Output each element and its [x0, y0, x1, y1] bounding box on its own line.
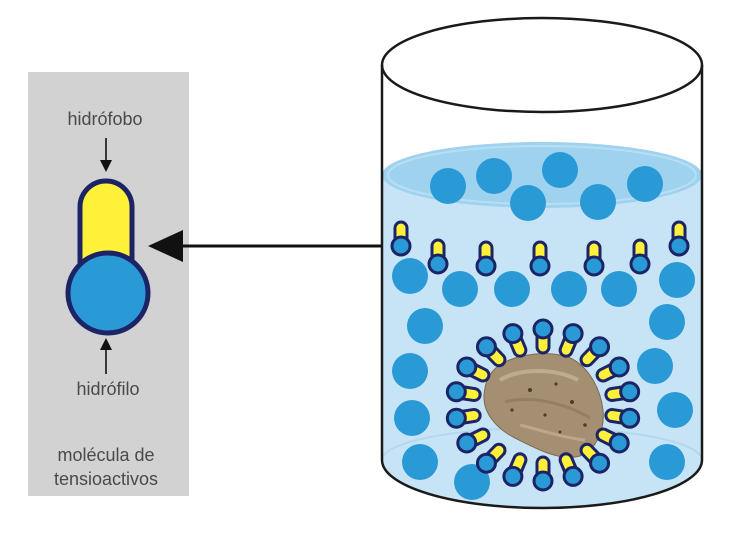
- surfactant-icon: [456, 356, 491, 383]
- hydrophilic-pointer-icon: [100, 338, 112, 374]
- surfactant-icon: [475, 240, 497, 277]
- surfactant-molecule-icon: [65, 178, 151, 336]
- hydrophilic-label: hidrófilo: [76, 379, 139, 399]
- water-molecule: [430, 168, 466, 204]
- surfactant-icon: [475, 442, 507, 474]
- caption-line1: molécula de: [57, 445, 154, 465]
- surfactant-icon: [558, 323, 584, 358]
- hydrophobic-label: hidrófobo: [67, 109, 142, 129]
- surfactant-icon: [502, 323, 528, 358]
- surfactant-icon: [579, 442, 611, 474]
- water-molecule: [394, 400, 430, 436]
- surfactant-icon: [390, 220, 412, 257]
- surfactant-icon: [427, 238, 449, 275]
- surfactant-icon: [502, 452, 528, 487]
- water-molecule: [392, 353, 428, 389]
- water-molecule: [402, 444, 438, 480]
- water-molecule: [657, 392, 693, 428]
- left-arrow-icon: [148, 230, 398, 262]
- surfactant-icon: [629, 238, 651, 275]
- surfactant-icon: [579, 336, 611, 368]
- dirt-particle-icon: [483, 353, 604, 458]
- hydrophobic-pointer-icon: [100, 138, 112, 172]
- surfactant-icon: [595, 356, 630, 383]
- water-molecule: [601, 271, 637, 307]
- water-molecule: [454, 464, 490, 500]
- surfactant-icon: [595, 427, 630, 454]
- surfactant-icon: [668, 220, 690, 257]
- water-molecule: [542, 152, 578, 188]
- water-molecules: [392, 152, 695, 500]
- surfactant-molecules: [390, 220, 690, 492]
- water-molecule: [637, 348, 673, 384]
- surfactant-icon: [445, 381, 482, 403]
- surfactant-icon: [529, 240, 551, 277]
- water-molecule: [510, 185, 546, 221]
- surfactant-icon: [532, 455, 554, 492]
- water-molecule: [442, 271, 478, 307]
- water-molecule: [627, 166, 663, 202]
- water-molecule: [580, 184, 616, 220]
- water-molecule: [494, 271, 530, 307]
- surfactant-icon: [532, 318, 554, 355]
- water-molecule: [551, 271, 587, 307]
- surfactant-icon: [604, 407, 641, 429]
- surfactant-icon: [604, 381, 641, 403]
- surfactant-icon: [445, 407, 482, 429]
- water-molecule: [392, 258, 428, 294]
- surfactant-icon: [583, 240, 605, 277]
- surfactant-icon: [475, 336, 507, 368]
- surfactant-icon: [558, 452, 584, 487]
- water-molecule: [649, 304, 685, 340]
- water-molecule: [476, 158, 512, 194]
- water-molecule: [659, 262, 695, 298]
- surfactant-icon: [456, 427, 491, 454]
- water-molecule: [407, 308, 443, 344]
- water-molecule: [649, 444, 685, 480]
- caption-line2: tensioactivos: [54, 469, 158, 489]
